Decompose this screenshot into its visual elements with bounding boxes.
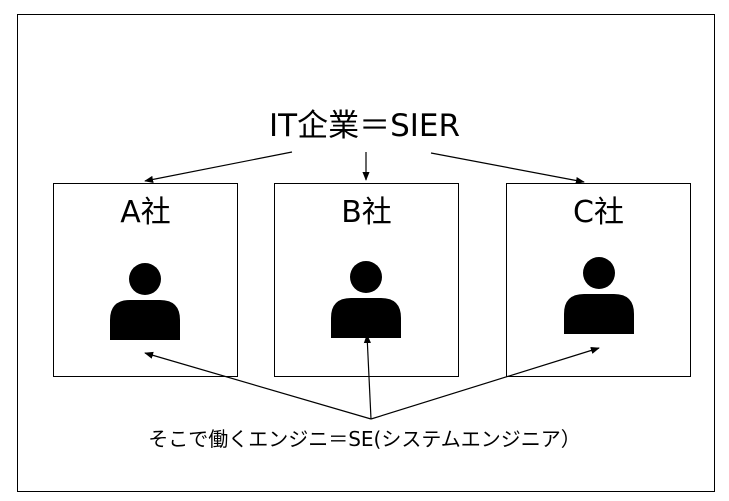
company-label-a: A社 — [120, 195, 171, 230]
company-label-b: B社 — [341, 195, 392, 230]
company-box-c: C社 — [506, 183, 691, 377]
person-icon — [329, 260, 403, 338]
company-label-c: C社 — [573, 195, 624, 230]
company-box-a: A社 — [53, 183, 238, 377]
diagram-title: IT企業＝SIER — [268, 108, 461, 144]
diagram-frame — [17, 14, 715, 492]
person-icon — [562, 256, 636, 334]
person-icon — [108, 262, 182, 340]
engineer-caption: そこで働くエンジニ＝SE(システムエンジニア） — [148, 427, 581, 451]
company-box-b: B社 — [274, 183, 459, 377]
